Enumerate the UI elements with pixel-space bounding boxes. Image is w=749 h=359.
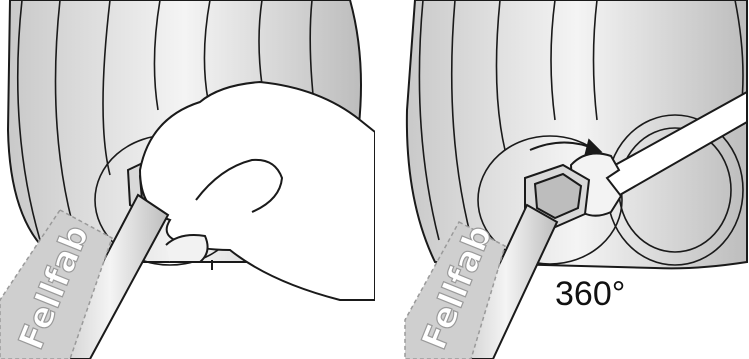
hand-tighten-panel: Fellfab	[0, 0, 375, 359]
hand-tighten-illustration: Fellfab	[0, 0, 375, 359]
rotation-angle-label: 360°	[555, 275, 625, 313]
wrench-tighten-illustration: Fellfab 360°	[375, 0, 749, 359]
wrench-tighten-panel: Fellfab 360°	[375, 0, 749, 359]
hand	[140, 82, 375, 300]
